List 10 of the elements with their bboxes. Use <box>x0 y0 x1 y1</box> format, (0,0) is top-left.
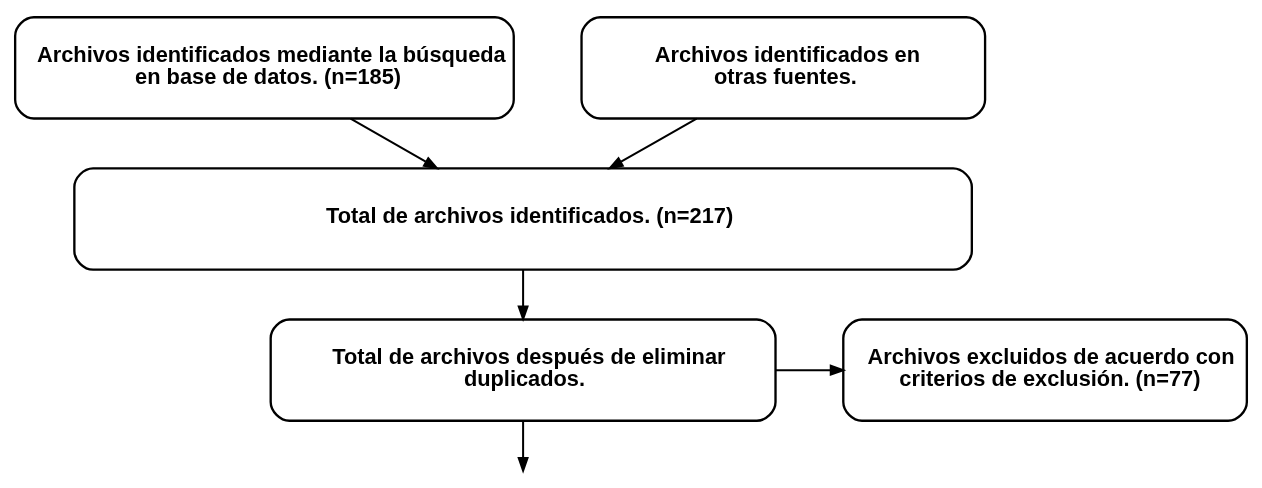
arrow <box>517 420 529 474</box>
node-box: Total de archivos después de eliminar duplicados. <box>269 317 777 422</box>
node-box: Archivos excluidos de acuerdo con criterios de exclusión. (n=77) <box>842 317 1248 422</box>
arrow <box>775 363 847 376</box>
node-box: Archivos identificados en otras fuentes. <box>580 15 987 120</box>
arrow <box>517 269 529 322</box>
node-box: Total de archivos identificados. (n=217) <box>73 166 973 271</box>
arrow <box>350 117 440 170</box>
node-box: Archivos identificados mediante la búsqueda en base de datos. (n=185) <box>14 15 515 120</box>
arrow <box>607 117 698 170</box>
